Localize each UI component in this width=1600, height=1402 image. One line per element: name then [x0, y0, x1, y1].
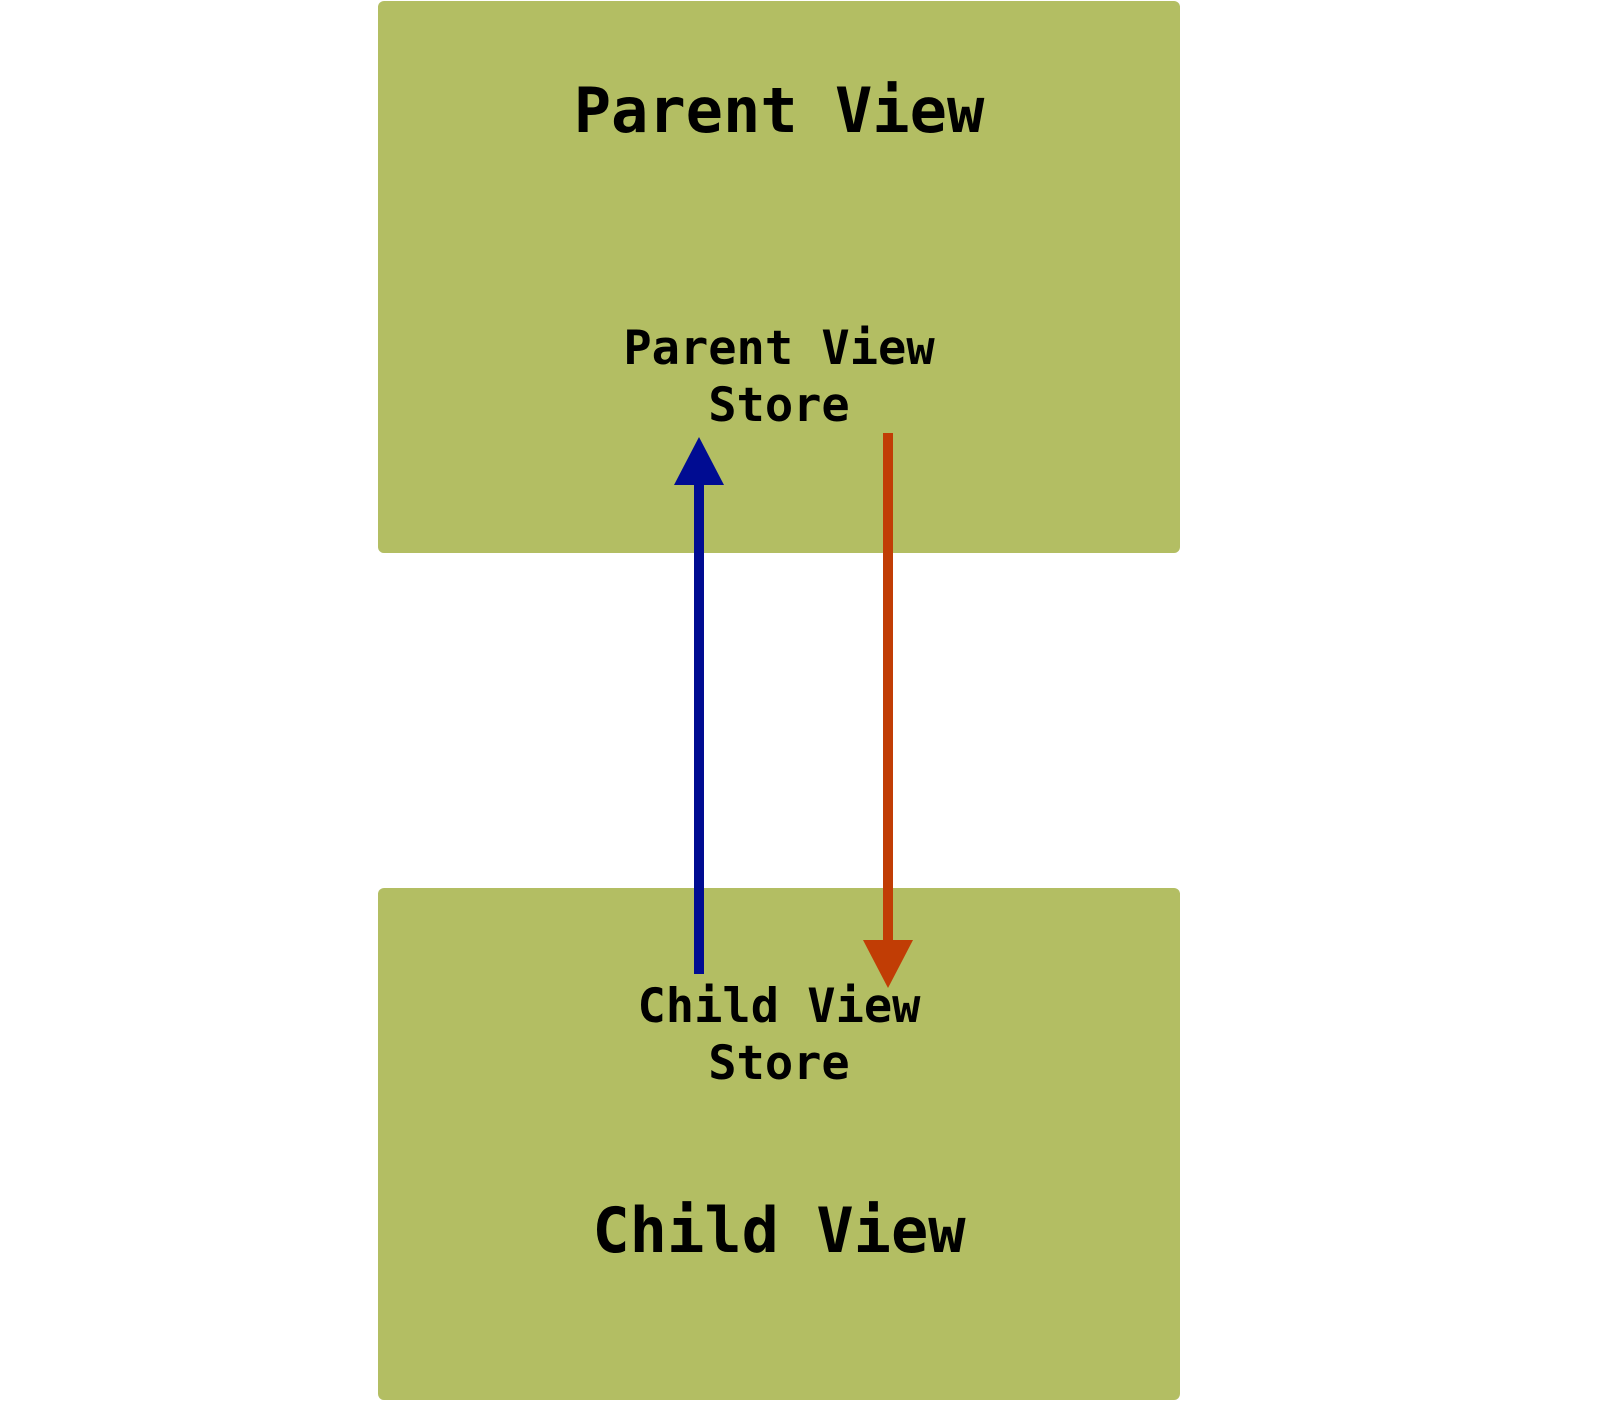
child-view-store-line1: Child View [637, 979, 921, 1034]
arrow-up-head [674, 437, 724, 485]
child-view-store-label: Child View Store [378, 978, 1180, 1092]
child-view-store-line2: Store [708, 1036, 850, 1091]
parent-view-store-line2: Store [708, 378, 850, 433]
arrow-down-head [863, 940, 913, 988]
child-view-box [378, 888, 1180, 1400]
parent-view-box [378, 1, 1180, 553]
arrow-up-child-to-parent [674, 437, 724, 974]
parent-view-store-label: Parent View Store [378, 320, 1180, 434]
arrow-down-parent-to-child [863, 433, 913, 988]
parent-view-title: Parent View [573, 74, 985, 147]
parent-view-store-line1: Parent View [623, 321, 935, 376]
child-view-title: Child View [592, 1194, 966, 1267]
